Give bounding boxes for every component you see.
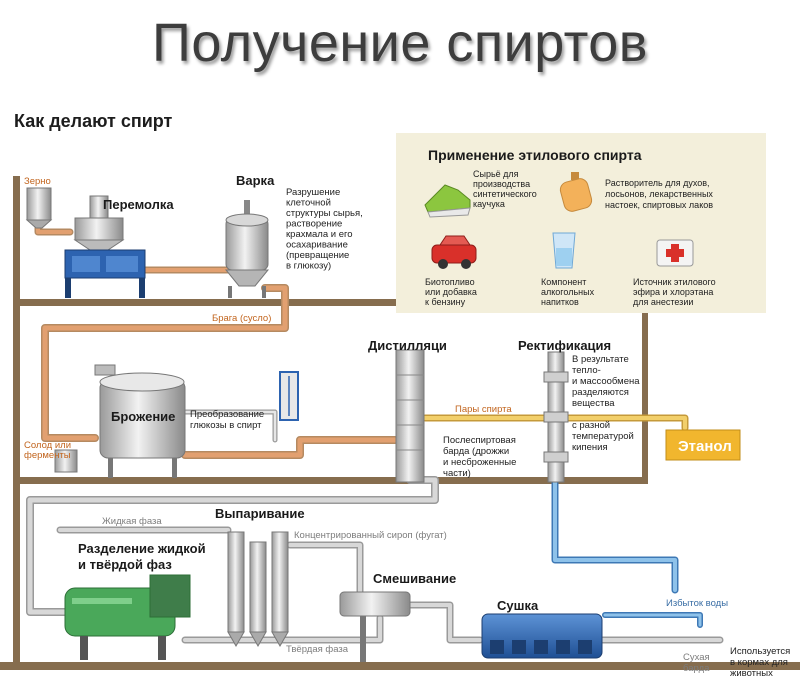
- distillation-column: [395, 349, 425, 483]
- ground-floor: [0, 662, 800, 670]
- right-column: [642, 305, 648, 483]
- heat-exchanger: [279, 371, 299, 421]
- label-rect-desc: В результате тепло- и массообмена раздел…: [572, 354, 642, 453]
- stage-distillation: Дистилляци: [368, 338, 447, 353]
- stage-separation: Разделение жидкой и твёрдой фаз: [78, 541, 209, 572]
- perfume-bottle-icon: [559, 172, 593, 212]
- stage-mixing: Смешивание: [373, 571, 456, 586]
- mill-machine: [64, 195, 146, 298]
- applications-panel: Применение этилового спирта Сырьё для пр…: [396, 133, 766, 313]
- label-cooking-desc: Разрушение клеточной структуры сырья, ра…: [286, 187, 365, 272]
- label-malt: Солод или ферменты: [24, 440, 74, 461]
- label-solid-phase: Твёрдая фаза: [286, 644, 349, 655]
- floor-2: [13, 477, 648, 484]
- label-stillage: Послеспиртовая барда (дрожжи и несброжен…: [443, 435, 519, 479]
- label-conversion: Преобразование глюкозы в спирт: [190, 409, 267, 431]
- sneaker-icon: [424, 184, 471, 218]
- fermentation-tank: [54, 364, 186, 478]
- stage-drying: Сушка: [497, 598, 539, 613]
- slide-title: Получение спиртов: [152, 13, 648, 73]
- diagram-title: Как делают спирт: [14, 111, 173, 131]
- first-aid-kit-icon: [656, 239, 694, 267]
- label-mash: Брага (сусло): [212, 313, 271, 324]
- panel-item-5-text: Источник этилового эфира и хлорэтана для…: [633, 277, 718, 307]
- car-icon: [431, 235, 477, 269]
- mixing-to-dryer-pipe: [406, 601, 484, 644]
- ethanol-box: [665, 429, 741, 461]
- separator-centrifuge: [64, 574, 191, 660]
- stage-grinding: Перемолка: [103, 197, 174, 212]
- label-grain: Зерно: [24, 176, 51, 187]
- stage-evaporation: Выпаривание: [215, 506, 305, 521]
- label-excess-water: Избыток воды: [666, 598, 728, 609]
- grain-hopper: [25, 187, 53, 229]
- label-dry-stillage: Сухая барда: [683, 652, 712, 674]
- panel-item-3-text: Биотопливо или добавка к бензину: [425, 277, 479, 307]
- panel-title: Применение этилового спирта: [428, 147, 642, 163]
- stage-cooking: Варка: [236, 173, 275, 188]
- building-structure: [0, 176, 800, 670]
- label-liquid-phase: Жидкая фаза: [102, 516, 162, 527]
- panel-item-2-text: Растворитель для духов, лосьонов, лекарс…: [605, 178, 715, 210]
- evaporators: [227, 531, 289, 648]
- floor-1: [13, 299, 648, 306]
- mixer: [339, 591, 411, 662]
- stage-fermentation: Брожение: [111, 409, 175, 424]
- panel-item-4-text: Компонент алкогольных напитков: [541, 277, 597, 307]
- rectification-column: [543, 351, 569, 483]
- cooking-vessel: [224, 200, 270, 298]
- syrup-pipe: [286, 541, 364, 599]
- stage-rectification: Ректификация: [518, 338, 611, 353]
- label-feed-use: Используется в кормах для животных: [730, 646, 793, 679]
- left-column: [13, 176, 20, 670]
- glass-icon: [552, 232, 576, 269]
- label-alcohol-vapor: Пары спирта: [455, 404, 512, 415]
- water-pipe: [551, 476, 679, 594]
- product-pipes: [26, 211, 724, 644]
- panel-item-1-text: Сырьё для производства синтетического ка…: [473, 169, 539, 209]
- label-ethanol: Этанол: [678, 438, 732, 455]
- dryer: [481, 613, 603, 659]
- label-syrup: Концентрированный сироп (фугат): [294, 530, 447, 541]
